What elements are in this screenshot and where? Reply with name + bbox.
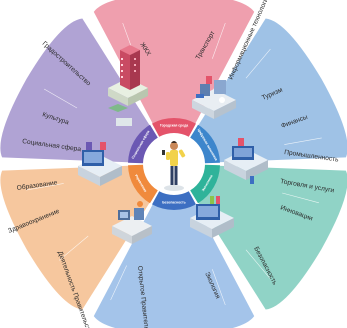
sector-pink bbox=[93, 0, 255, 131]
sector-orange bbox=[0, 165, 154, 310]
leader-line bbox=[245, 249, 271, 280]
leader-line bbox=[212, 22, 226, 59]
leader-line bbox=[58, 235, 89, 261]
sector-purple bbox=[0, 18, 154, 163]
ring-segment bbox=[190, 164, 220, 204]
sector-dividers bbox=[26, 22, 322, 306]
sector-teal bbox=[194, 165, 347, 310]
ring-segment bbox=[128, 124, 158, 164]
illustration-social-education bbox=[78, 142, 122, 186]
leader-line bbox=[26, 183, 64, 191]
leader-line bbox=[43, 88, 78, 109]
leader-line bbox=[98, 33, 119, 68]
ring-segment bbox=[128, 164, 158, 204]
ring-segment bbox=[152, 118, 196, 137]
sector-sky bbox=[93, 197, 255, 328]
leader-line bbox=[282, 192, 319, 204]
ring-segment bbox=[190, 124, 220, 164]
ring-label: Городская среда bbox=[160, 123, 188, 127]
leader-line bbox=[284, 137, 322, 145]
illustration-zhkh-building bbox=[108, 45, 148, 126]
illustration-finance-industry bbox=[224, 138, 268, 184]
illustration-security-ecology bbox=[190, 196, 234, 238]
ring-label: Безопасность bbox=[162, 200, 186, 204]
leader-line bbox=[245, 48, 271, 79]
sector-blue bbox=[194, 18, 347, 163]
leader-line bbox=[212, 269, 226, 306]
ring-segment bbox=[152, 191, 196, 210]
person-figure-icon bbox=[162, 141, 186, 191]
illustration-transport-it bbox=[192, 76, 236, 119]
illustration-government bbox=[112, 201, 152, 244]
leader-line bbox=[110, 265, 127, 301]
